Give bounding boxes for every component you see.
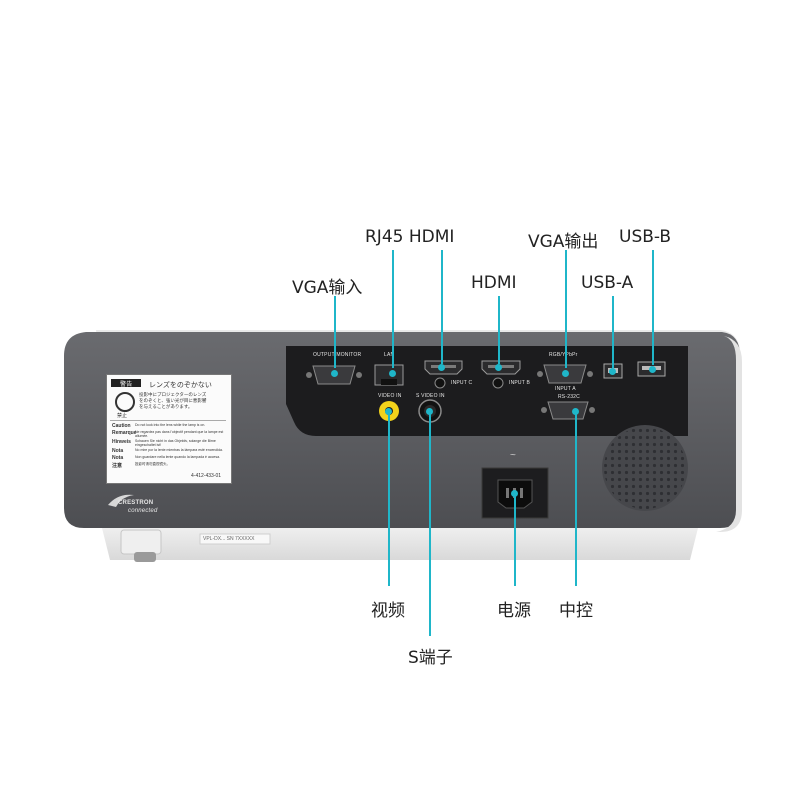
callout-s-video: S端子: [408, 648, 453, 668]
dot-s-video: [426, 408, 433, 415]
dot-usb-b: [649, 366, 656, 373]
label-lan: LAN: [384, 352, 395, 358]
leader-vga-in: [334, 296, 336, 368]
leader-power: [514, 494, 516, 586]
warning-title: 警告: [120, 382, 133, 388]
io-panel: [286, 346, 688, 436]
leader-s-video: [429, 411, 431, 636]
label-video-in: VIDEO IN: [378, 393, 402, 399]
callout-usb-a: USB-A: [581, 273, 634, 293]
leader-rj45: [392, 250, 394, 368]
callout-hdmi: HDMI: [471, 273, 517, 293]
warning-sticker: 警告 レンズをのぞかない 禁止 投影中にプロジェクターのレンズ をのぞくと、強い…: [106, 374, 232, 484]
dot-control: [572, 408, 579, 415]
lang-row-5-text: 投影时请勿直视镜头。: [135, 462, 170, 466]
part-number: 4-412-433-01: [191, 473, 222, 479]
label-input-c: INPUT C: [451, 380, 473, 386]
lang-row-1-text: Ne regardez pas dans l'objectif pendant …: [135, 430, 224, 438]
lang-row-4-lang: Nota: [112, 455, 124, 461]
warning-body-1: 投影中にプロジェクターのレンズ: [139, 392, 207, 397]
lang-row-4-text: Non guardare nella lente quando la lampa…: [135, 455, 221, 459]
dot-vga-out: [562, 370, 569, 377]
base-shell: [100, 520, 700, 560]
lang-row-2-text: Schauen Sie nicht in das Objektiv, solan…: [135, 439, 216, 447]
dot-usb-a: [609, 368, 616, 375]
dot-power: [511, 490, 518, 497]
warning-body-2: をのぞくと、強い光が目に悪影響: [139, 398, 207, 403]
leader-control: [575, 411, 577, 586]
warning-body-3: を与えることがあります。: [139, 404, 193, 409]
prohibited-label: 禁止: [117, 413, 128, 419]
leader-usb-a: [612, 296, 614, 368]
label-rs232c: RS-232C: [558, 394, 580, 400]
label-input-b: INPUT B: [509, 380, 531, 386]
rs232c-port: [541, 401, 595, 420]
label-input-a: INPUT A: [555, 386, 576, 392]
foot-left: [120, 529, 162, 555]
leader-video: [388, 411, 390, 586]
label-s-video-in: S VIDEO IN: [416, 393, 445, 399]
dot-rj45: [389, 370, 396, 377]
label-output-monitor: OUTPUT/MONITOR: [313, 352, 362, 358]
dot-video: [385, 408, 392, 415]
audio-jack-c: [434, 377, 446, 389]
audio-jack-b: [492, 377, 504, 389]
lang-row-2-lang: Hinweis: [112, 439, 131, 445]
leader-usb-b: [652, 250, 654, 365]
leader-vga-out: [565, 250, 567, 368]
label-power-symbol: ~: [510, 450, 517, 461]
callout-vga-in: VGA输入: [292, 278, 363, 298]
dot-vga-in: [331, 370, 338, 377]
callout-video: 视频: [371, 601, 405, 621]
lang-row-0-lang: Caution: [112, 423, 131, 429]
dot-hdmi-c: [438, 364, 445, 371]
warning-heading: レンズをのぞかない: [149, 382, 212, 389]
label-rgb-ypbpr: RGB/YPbPr: [549, 352, 578, 358]
serial-label: VPL-DX... SN 7XXXXX: [203, 536, 255, 542]
callout-control: 中控: [559, 601, 593, 621]
callout-vga-out: VGA输出: [528, 232, 599, 252]
lang-row-1-lang: Remarque: [112, 430, 137, 436]
callout-usb-b: USB-B: [619, 227, 672, 247]
lang-row-3-lang: Nota: [112, 448, 124, 454]
leader-hdmi-b: [498, 296, 500, 364]
leader-hdmi-c: [441, 250, 443, 364]
crestron-brand: CRESTRON: [118, 500, 154, 506]
lang-row-3-text: No mire por la lente mientras la lámpara…: [135, 448, 223, 452]
dot-hdmi-b: [495, 364, 502, 371]
callout-power: 电源: [497, 601, 531, 621]
prohibited-icon: [115, 392, 135, 412]
crestron-swoosh: [108, 494, 134, 507]
lang-row-0-text: Do not look into the lens while the lamp…: [135, 423, 206, 427]
serial-sticker: [199, 533, 271, 545]
lang-row-5-lang: 注意: [112, 463, 123, 469]
crestron-tag: connected: [128, 508, 158, 514]
callout-rj45-hdmi: RJ45 HDMI: [365, 227, 455, 247]
